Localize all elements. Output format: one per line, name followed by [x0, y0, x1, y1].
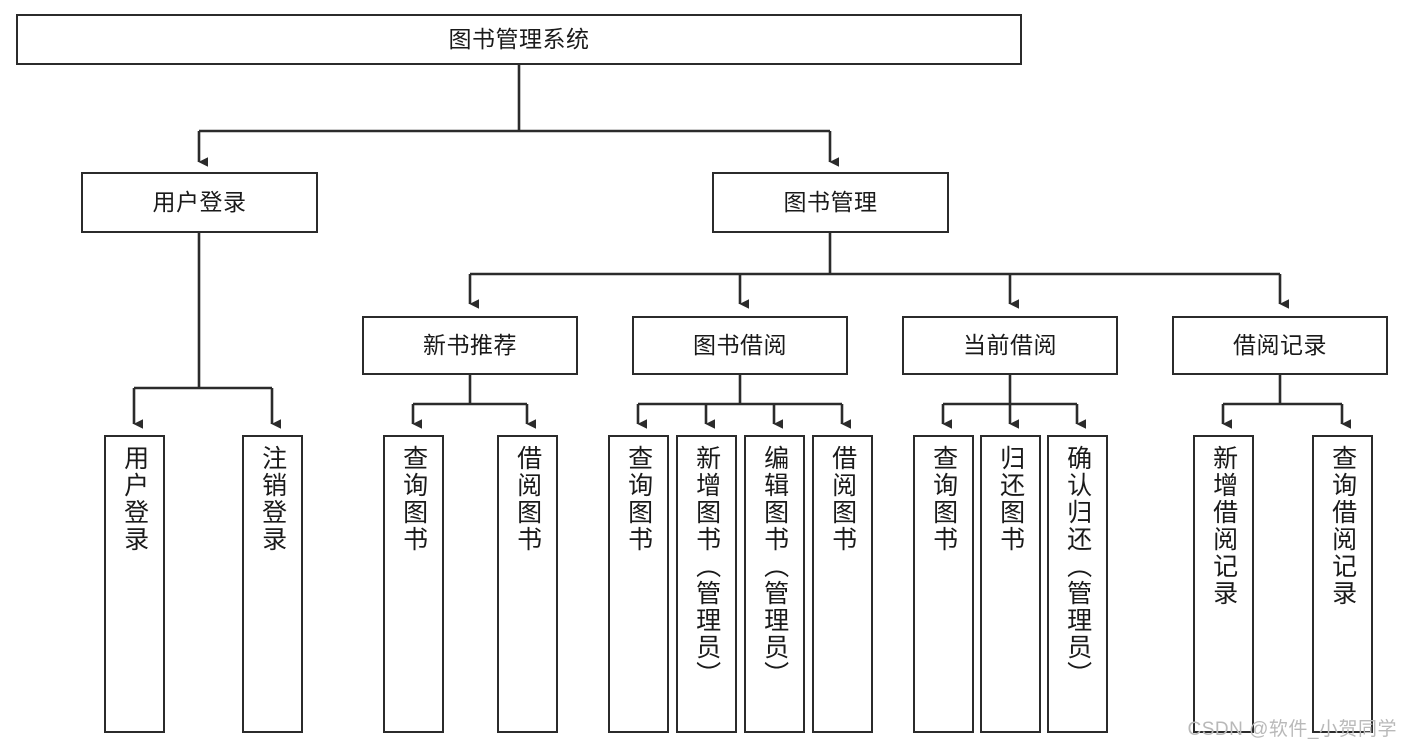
leaf-query-book-borrow[interactable]: 查询图书	[608, 435, 669, 733]
node-label: 借阅记录	[1233, 331, 1327, 358]
leaf-logout-login[interactable]: 注销登录	[242, 435, 303, 733]
node-label: 当前借阅	[963, 331, 1057, 358]
leaf-add-book-admin[interactable]: 新增图书（管理员）	[676, 435, 737, 733]
node-label: 注销登录	[258, 445, 287, 553]
node-label: 查询图书	[624, 445, 653, 553]
node-book-borrow[interactable]: 图书借阅	[632, 316, 848, 375]
node-label: 确认归还（管理员）	[1063, 445, 1092, 688]
leaf-edit-book-admin[interactable]: 编辑图书（管理员）	[744, 435, 805, 733]
node-label: 图书管理系统	[448, 25, 590, 52]
leaf-query-book-recommend[interactable]: 查询图书	[383, 435, 444, 733]
leaf-confirm-return-admin[interactable]: 确认归还（管理员）	[1047, 435, 1108, 733]
leaf-borrow-book-recommend[interactable]: 借阅图书	[497, 435, 558, 733]
node-label: 归还图书	[996, 445, 1025, 553]
node-user-login[interactable]: 用户登录	[81, 172, 318, 233]
node-label: 图书管理	[783, 188, 878, 215]
node-label: 查询图书	[929, 445, 958, 553]
node-book-management[interactable]: 图书管理	[712, 172, 949, 233]
node-label: 新增借阅记录	[1209, 445, 1238, 607]
node-label: 查询借阅记录	[1328, 445, 1357, 607]
node-label: 用户登录	[120, 445, 149, 553]
node-label: 查询图书	[399, 445, 428, 553]
node-label: 编辑图书（管理员）	[760, 445, 789, 688]
leaf-query-book-current[interactable]: 查询图书	[913, 435, 974, 733]
leaf-user-login[interactable]: 用户登录	[104, 435, 165, 733]
node-current-borrow[interactable]: 当前借阅	[902, 316, 1118, 375]
leaf-query-borrow-record[interactable]: 查询借阅记录	[1312, 435, 1373, 733]
leaf-add-borrow-record[interactable]: 新增借阅记录	[1193, 435, 1254, 733]
leaf-return-book[interactable]: 归还图书	[980, 435, 1041, 733]
leaf-borrow-book[interactable]: 借阅图书	[812, 435, 873, 733]
node-borrow-records[interactable]: 借阅记录	[1172, 316, 1388, 375]
node-root-book-management-system[interactable]: 图书管理系统	[16, 14, 1022, 65]
node-new-book-recommend[interactable]: 新书推荐	[362, 316, 578, 375]
node-label: 用户登录	[152, 188, 247, 215]
watermark-text: CSDN @软件_小贺同学	[1187, 719, 1397, 740]
node-label: 借阅图书	[828, 445, 857, 553]
node-label: 图书借阅	[693, 331, 787, 358]
node-label: 新书推荐	[423, 331, 517, 358]
node-label: 借阅图书	[513, 445, 542, 553]
node-label: 新增图书（管理员）	[692, 445, 721, 688]
